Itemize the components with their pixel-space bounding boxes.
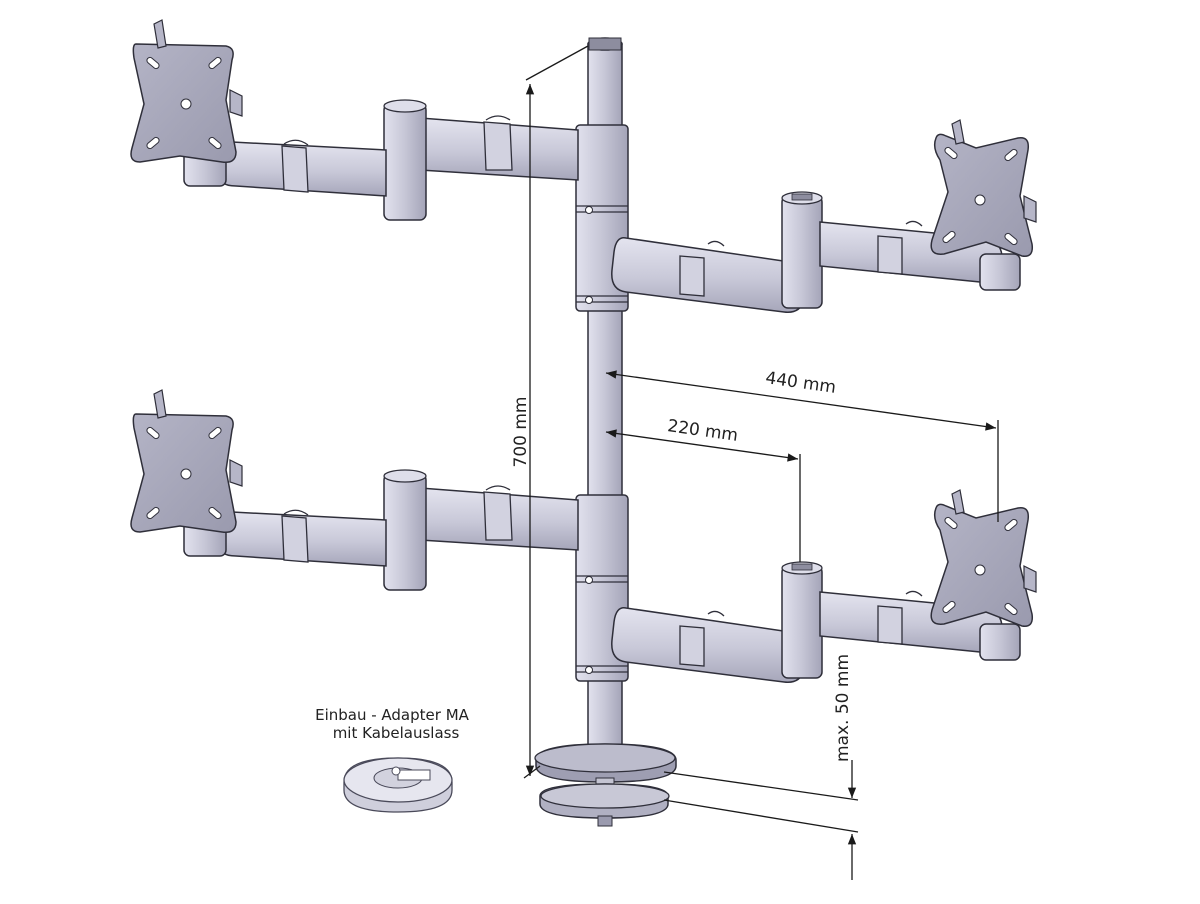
adapter-label-line1: Einbau - Adapter MA [315, 706, 470, 724]
desk-clamp [534, 743, 677, 827]
outer-reach-label: 440 mm [764, 368, 837, 398]
desk-thickness-dimension [663, 760, 859, 880]
height-dimension-label: 700 mm [511, 397, 531, 468]
upper-left-arm [130, 19, 579, 221]
adapter-ma-part [343, 757, 453, 813]
desk-thickness-label: max. 50 mm [833, 654, 853, 762]
lower-right-arm [611, 489, 1037, 683]
inner-reach-dimension [605, 429, 801, 562]
upper-right-arm [611, 119, 1037, 313]
height-dimension [523, 45, 589, 779]
outer-reach-dimension [605, 370, 999, 522]
adapter-label-line2: mit Kabelauslass [333, 724, 460, 742]
